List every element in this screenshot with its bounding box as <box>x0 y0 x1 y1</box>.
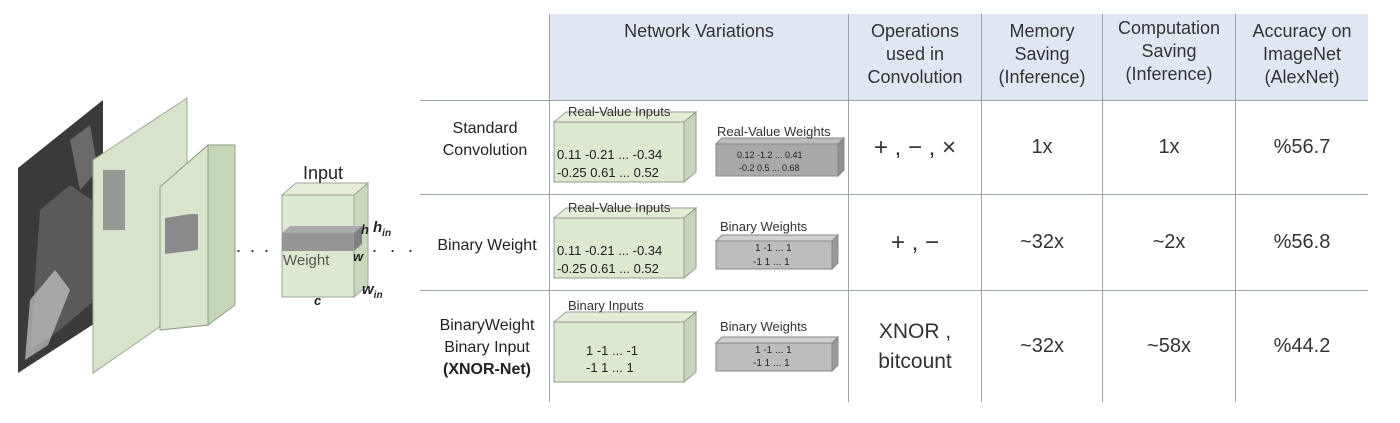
grid-vline-5 <box>1235 14 1236 402</box>
dots-right: . . . <box>372 236 418 256</box>
row1-input-label: Real-Value Inputs <box>568 104 671 119</box>
input-photo <box>18 100 103 373</box>
row3-label: BinaryWeight Binary Input (XNOR-Net) <box>424 315 550 381</box>
feature-map-2 <box>159 143 236 331</box>
grid-vline-3 <box>981 14 982 402</box>
weight-label: Weight <box>283 252 330 269</box>
row3-label-line2: Binary Input <box>444 339 530 356</box>
header-memory: Memory Saving (Inference) <box>982 14 1102 100</box>
h-in-label: hin <box>373 219 391 239</box>
row1-weight-line1: 0.12 -1.2 ... 0.41 <box>737 150 803 160</box>
row1-weight-block <box>714 136 846 178</box>
h-in-letter: h <box>373 219 383 236</box>
grid-hline-3 <box>420 290 1368 291</box>
row2-weight-block <box>714 233 840 271</box>
row1-memory: 1x <box>1031 136 1053 158</box>
grid-hline-1 <box>420 100 1368 101</box>
header-col4-text: Computation Saving (Inference) <box>1117 18 1221 84</box>
row2-input-line1: 0.11 -0.21 ... -0.34 <box>557 243 663 258</box>
w-in-letter: w <box>362 281 374 298</box>
row3-weight-label: Binary Weights <box>720 319 808 334</box>
h-label: h <box>361 222 369 237</box>
row3-weight-block <box>714 335 840 373</box>
row3-memory: ~32x <box>1020 335 1064 357</box>
row2-input-label: Real-Value Inputs <box>568 200 671 215</box>
row1-ops: + , − , × <box>873 133 957 161</box>
row1-input-line1: 0.11 -0.21 ... -0.34 <box>557 147 663 162</box>
row2-memory: ~32x <box>1020 231 1064 253</box>
w-in-sub: in <box>373 290 383 301</box>
row3-input-label: Binary Inputs <box>568 298 644 313</box>
row1-computation: 1x <box>1158 136 1180 158</box>
row2-weight-line2: -1 1 ... 1 <box>753 257 790 268</box>
row3-input-block <box>552 310 698 384</box>
dots-left: . . . <box>236 236 272 256</box>
grid-vline-2 <box>848 14 849 402</box>
row2-weight-label: Binary Weights <box>720 219 808 234</box>
row1-input-line2: -0.25 0.61 ... 0.52 <box>557 165 659 180</box>
input-title: Input <box>303 163 344 183</box>
header-col5-text: Accuracy on ImageNet (AlexNet) <box>1252 21 1352 87</box>
variation-graphics <box>552 110 846 384</box>
row2-ops: + , − <box>890 228 940 256</box>
header-operations: Operations used in Convolution <box>849 14 981 100</box>
row2-computation: ~2x <box>1152 231 1186 253</box>
row3-ops-line1: XNOR , <box>878 319 952 343</box>
row3-ops-line2: bitcount <box>878 349 952 373</box>
row1-weight-label: Real-Value Weights <box>717 124 831 139</box>
row3-weight-line1: 1 -1 ... 1 <box>755 345 792 356</box>
row2-input-line2: -0.25 0.61 ... 0.52 <box>557 261 659 276</box>
row2-label: Binary Weight <box>437 237 537 254</box>
row3-computation: ~58x <box>1147 335 1191 357</box>
row2-input-block <box>552 206 698 280</box>
header-col3-text: Memory Saving (Inference) <box>998 21 1086 87</box>
header-accuracy: Accuracy on ImageNet (AlexNet) <box>1236 14 1368 100</box>
row1-label: Standard Convolution <box>442 120 528 159</box>
w-in-label: win <box>362 281 383 301</box>
header-col1-text: Network Variations <box>624 21 774 41</box>
header-computation: Computation Saving (Inference) <box>1103 14 1235 100</box>
grid-vline-4 <box>1102 14 1103 402</box>
row3-input-line2: -1 1 ... 1 <box>586 360 634 375</box>
row2-accuracy: %56.8 <box>1273 231 1331 253</box>
row3-label-line1: BinaryWeight <box>439 317 535 334</box>
cnn-diagram <box>18 97 370 374</box>
c-label: c <box>314 293 322 308</box>
grid-hline-2 <box>420 194 1368 195</box>
header-col2-text: Operations used in Convolution <box>867 21 963 87</box>
row3-input-line1: 1 -1 ... -1 <box>586 343 639 358</box>
row1-weight-line2: -0.2 0.5 ... 0.68 <box>739 163 800 173</box>
row1-input-block <box>552 110 698 184</box>
row3-label-line3: (XNOR-Net) <box>443 361 531 378</box>
row3-ops: XNOR , bitcount <box>849 291 981 402</box>
row3-weight-line2: -1 1 ... 1 <box>753 358 790 369</box>
row1-accuracy: %56.7 <box>1273 136 1331 158</box>
h-in-sub: in <box>382 228 392 239</box>
row3-accuracy: %44.2 <box>1273 335 1331 357</box>
grid-vline-1 <box>549 14 550 402</box>
w-label: w <box>353 249 364 264</box>
row2-weight-line1: 1 -1 ... 1 <box>755 243 792 254</box>
header-network-variations: Network Variations <box>550 14 848 100</box>
input-cube <box>280 181 370 299</box>
